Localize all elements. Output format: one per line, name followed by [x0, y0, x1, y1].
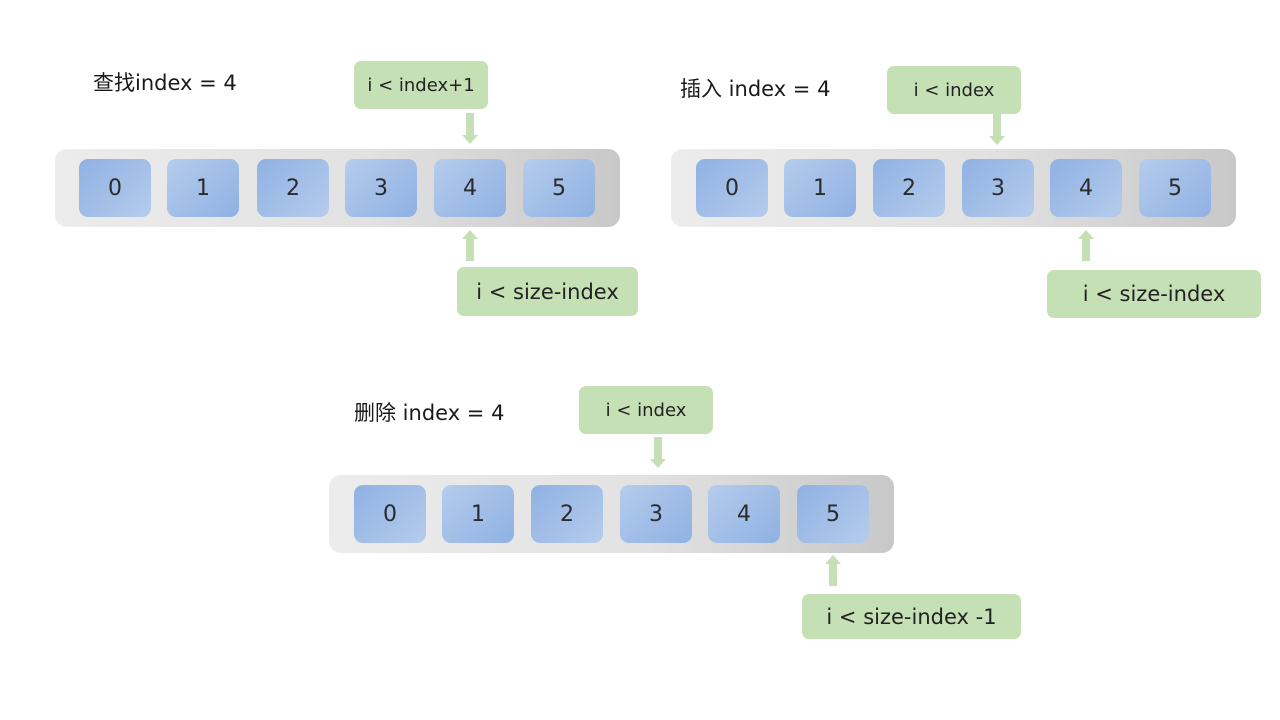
find-cell-0: 0	[79, 159, 151, 217]
delete-down-arrow	[650, 437, 666, 468]
insert-bottom-condition: i < size-index	[1047, 270, 1261, 318]
insert-down-arrow	[989, 114, 1005, 145]
find-cell-2: 2	[257, 159, 329, 217]
insert-cell-5: 5	[1139, 159, 1211, 217]
delete-cell-1: 1	[442, 485, 514, 543]
insert-top-condition: i < index	[887, 66, 1021, 114]
find-cell-3: 3	[345, 159, 417, 217]
insert-cell-0: 0	[696, 159, 768, 217]
insert-array-bar: 0 1 2 3 4 5	[671, 149, 1236, 227]
find-cell-1: 1	[167, 159, 239, 217]
delete-cell-5: 5	[797, 485, 869, 543]
delete-bottom-condition: i < size-index -1	[802, 594, 1021, 639]
delete-cell-2: 2	[531, 485, 603, 543]
insert-cell-3: 3	[962, 159, 1034, 217]
find-down-arrow	[462, 113, 478, 144]
insert-cell-1: 1	[784, 159, 856, 217]
delete-cell-0: 0	[354, 485, 426, 543]
delete-title: 删除 index = 4	[354, 401, 505, 425]
find-top-condition: i < index+1	[354, 61, 488, 109]
insert-cell-2: 2	[873, 159, 945, 217]
find-up-arrow	[462, 230, 478, 261]
delete-array-bar: 0 1 2 3 4 5	[329, 475, 894, 553]
insert-title: 插入 index = 4	[680, 77, 831, 101]
find-cell-5: 5	[523, 159, 595, 217]
delete-top-condition: i < index	[579, 386, 713, 434]
find-cell-4: 4	[434, 159, 506, 217]
find-array-bar: 0 1 2 3 4 5	[55, 149, 620, 227]
insert-up-arrow	[1078, 230, 1094, 261]
delete-cell-4: 4	[708, 485, 780, 543]
find-bottom-condition: i < size-index	[457, 267, 638, 316]
insert-cell-4: 4	[1050, 159, 1122, 217]
delete-cell-3: 3	[620, 485, 692, 543]
find-title: 查找index = 4	[93, 71, 237, 95]
delete-up-arrow	[825, 555, 841, 586]
